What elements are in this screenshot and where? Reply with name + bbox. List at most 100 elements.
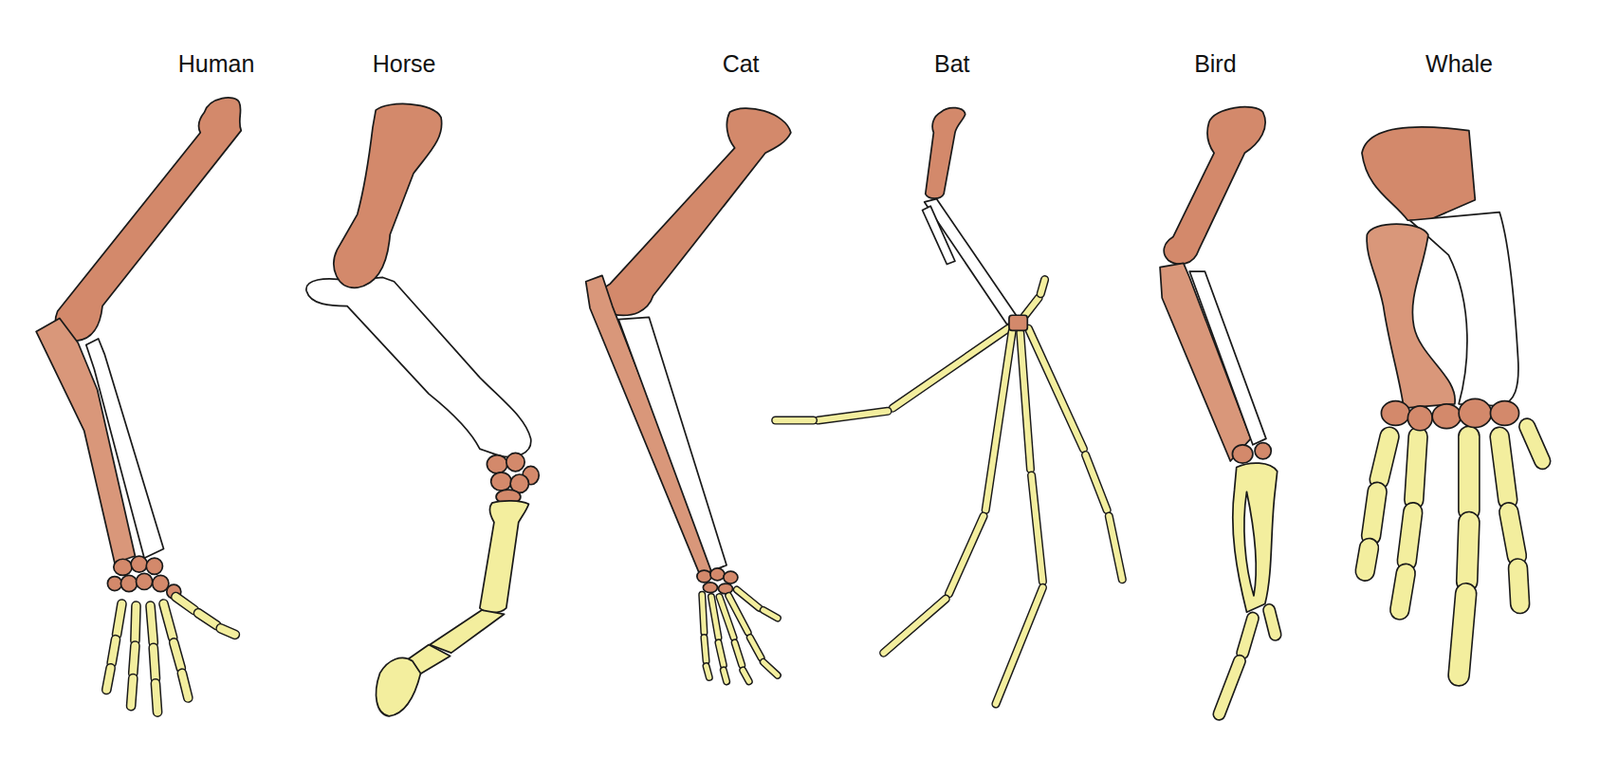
cat-digits-part — [763, 662, 778, 676]
whale-carpals-part — [1458, 398, 1491, 427]
bat-digits-part — [892, 328, 1009, 408]
human-digits-part — [175, 596, 194, 610]
human-digits-part — [198, 612, 217, 626]
cat-digits-part — [735, 642, 743, 665]
cat-digits-part — [706, 665, 710, 678]
cat-carpals-part — [697, 570, 712, 583]
bat-digits-part — [1108, 515, 1122, 580]
bird-digits-part — [1218, 661, 1240, 715]
horse-limb-part — [376, 657, 422, 716]
whale-digits-part — [1508, 512, 1518, 556]
human-digits-part — [132, 645, 135, 674]
horse-limb-part — [306, 276, 532, 457]
cat-digits-part — [703, 637, 706, 662]
human-carpals-part — [120, 574, 137, 591]
bat-carpal — [1009, 314, 1028, 331]
bat-digits-part — [775, 415, 814, 424]
whale-digits-part — [1458, 593, 1467, 676]
cat-carpals-part — [717, 583, 733, 594]
human-digits-part — [132, 645, 135, 674]
horse-carpals-part — [486, 455, 508, 474]
horse-carpals — [486, 452, 539, 504]
human-digits-part — [153, 647, 156, 679]
whale-digits — [1526, 425, 1543, 461]
cat-digits-part — [763, 609, 778, 619]
cat-digits-part — [723, 669, 727, 681]
whale-digits-part — [1364, 547, 1369, 571]
human-carpals-part — [146, 557, 163, 574]
bat-digits-part — [995, 587, 1043, 704]
bird-digits-part — [1242, 618, 1253, 654]
bat-digits-part — [1028, 328, 1084, 449]
human-carpals-part — [113, 558, 132, 575]
horse-carpals-part — [506, 452, 525, 471]
bird-limb-part — [1244, 491, 1256, 596]
bat-digits-part — [775, 417, 814, 423]
whale-limb-part — [1361, 127, 1475, 221]
horse-carpals-part — [491, 472, 513, 491]
cat-digits-part — [736, 589, 760, 608]
whale-digits-part — [1458, 593, 1467, 676]
human-limb-part — [55, 97, 242, 341]
bird-carpals — [1232, 442, 1271, 464]
human-digits-part — [164, 604, 174, 638]
bat-digits-part — [985, 331, 1012, 510]
bat-digits-part — [995, 587, 1043, 704]
human-digits-part — [173, 642, 182, 668]
human-digits-part — [150, 606, 154, 644]
human-carpals — [107, 555, 181, 599]
human-limb-part — [86, 338, 165, 558]
bat-digits-part — [1108, 515, 1122, 580]
animal-label: Bird — [1194, 49, 1236, 78]
bat-digits-part — [948, 515, 984, 594]
whale-digits-part — [1379, 436, 1390, 479]
bat-digits-part — [1031, 475, 1044, 582]
human-digits-part — [155, 682, 158, 712]
bird-limb-part — [1189, 271, 1267, 445]
bat-digits-part — [1031, 475, 1044, 582]
cat-carpals-part — [702, 582, 718, 593]
whale-digits-part — [1467, 522, 1470, 582]
bird-digits-part — [1268, 609, 1275, 635]
human-digits-part — [134, 606, 136, 642]
human-carpals-part — [136, 572, 153, 589]
whale-digits-part — [1399, 572, 1406, 610]
whale-digits-part — [1414, 436, 1418, 500]
whale-digits-part — [1459, 436, 1479, 510]
whale-digits-part — [1399, 572, 1406, 610]
human-digits-part — [111, 639, 116, 663]
cat-digits-part — [742, 669, 749, 681]
human-carpals-part — [130, 555, 148, 572]
whale-digits-part — [1499, 436, 1509, 500]
cat-digits-part — [719, 596, 735, 638]
cat-digits-part — [750, 637, 762, 659]
whale-digits-part — [1467, 522, 1470, 582]
human-digits-part — [150, 606, 154, 644]
bat-digits-part — [1024, 297, 1039, 316]
cat-limb-part — [600, 108, 791, 315]
animal-label: Human — [178, 49, 256, 78]
horse-limb — [306, 103, 539, 716]
human-carpals-part — [107, 576, 122, 591]
cat-digits-part — [723, 669, 727, 681]
bat-digits — [775, 279, 1123, 704]
cat-digits-part — [736, 589, 760, 608]
whale-carpals-part — [1380, 401, 1410, 426]
horse-limb-part — [479, 500, 530, 613]
whale-digits-part — [1364, 547, 1369, 571]
bird-digits-part — [1218, 661, 1240, 715]
whale-limb-part — [1366, 223, 1455, 408]
animal-label: Bat — [934, 49, 971, 78]
bird-limb-part — [1232, 462, 1278, 612]
cat-digits-part — [750, 637, 762, 659]
cat-carpals-part — [710, 568, 725, 581]
human-digits — [106, 596, 235, 713]
bat-digits-part — [892, 328, 1009, 408]
whale-digits — [1458, 436, 1470, 676]
bat-digits-part — [1020, 332, 1031, 470]
whale-digits-part — [1379, 436, 1390, 479]
bat-digits-part — [1020, 332, 1031, 470]
animal-label: Whale — [1425, 49, 1493, 78]
human-limb — [36, 97, 241, 713]
